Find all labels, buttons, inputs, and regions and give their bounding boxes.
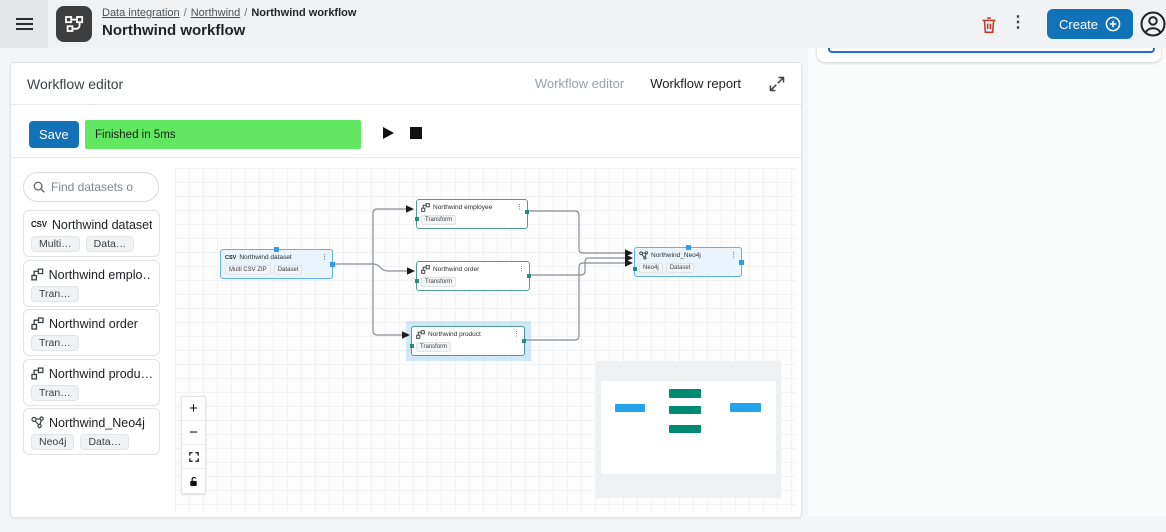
fit-view-button[interactable]	[182, 445, 205, 469]
create-button[interactable]: Create	[1047, 9, 1134, 39]
transform-icon	[416, 330, 425, 339]
node-menu-icon[interactable]: ⋮	[321, 254, 328, 261]
page-title: Northwind workflow	[102, 22, 246, 39]
port-dot[interactable]	[527, 274, 531, 278]
minimap-node-employee	[669, 389, 701, 398]
run-button[interactable]	[383, 127, 394, 139]
workflow-logo-icon	[56, 6, 92, 42]
dataset-search	[23, 172, 159, 202]
menu-button[interactable]	[0, 0, 48, 48]
user-avatar[interactable]	[1138, 9, 1166, 39]
canvas-minimap[interactable]	[596, 361, 781, 498]
minimap-node-dataset	[615, 404, 645, 412]
stop-button[interactable]	[410, 127, 422, 139]
tab-workflow-report[interactable]: Workflow report	[650, 76, 741, 91]
chip: Tran…	[31, 286, 79, 302]
node-menu-icon[interactable]: ⋮	[516, 204, 523, 211]
canvas-controls: + −	[181, 396, 206, 494]
sidebar-item-northwind-order[interactable]: Northwind order Tran…	[23, 309, 160, 356]
app-header: Data integration/Northwind/Northwind wor…	[0, 0, 1166, 48]
lock-icon	[190, 476, 197, 486]
chip: Multi…	[31, 236, 80, 252]
node-handle-top[interactable]	[686, 245, 691, 250]
trash-icon	[982, 17, 996, 34]
node-menu-icon[interactable]: ⋮	[513, 331, 520, 338]
plus-circle-icon	[1105, 16, 1121, 32]
minimap-node-order	[669, 406, 701, 414]
node-menu-icon[interactable]: ⋮	[730, 252, 737, 259]
sidebar-item-northwind-product[interactable]: Northwind produ… Tran…	[23, 359, 160, 406]
expand-icon[interactable]	[767, 74, 787, 94]
port-dot[interactable]	[522, 339, 526, 343]
run-status-text: Finished in 5ms	[95, 128, 176, 141]
person-icon	[1140, 11, 1166, 37]
save-button[interactable]: Save	[29, 121, 79, 148]
transform-icon	[31, 367, 44, 380]
sidebar-item-northwind-dataset[interactable]: CSV Northwind dataset Multi… Data…	[23, 210, 160, 257]
more-options-icon[interactable]: ⋮	[1010, 14, 1026, 31]
breadcrumb-link-data-integration[interactable]: Data integration	[102, 7, 180, 19]
port-dot[interactable]	[410, 344, 414, 348]
sidebar-item-northwind-employee[interactable]: Northwind emplo… Tran…	[23, 260, 160, 307]
csv-icon: CSV	[31, 220, 47, 229]
transform-icon	[31, 268, 44, 281]
port-dot[interactable]	[415, 279, 419, 283]
panel-title: Workflow editor	[27, 75, 124, 92]
breadcrumb-link-northwind[interactable]: Northwind	[190, 7, 241, 19]
canvas-node-northwind-order[interactable]: Northwind order ⋮ Transform	[415, 261, 531, 291]
chip: Tran…	[31, 385, 79, 401]
neo4j-graph-icon	[31, 416, 44, 429]
canvas-node-northwind-product[interactable]: Northwind product ⋮ Transform	[410, 326, 526, 356]
panel-header: Workflow editor Workflow editor Workflow…	[11, 63, 801, 105]
workflow-canvas[interactable]: CSV Northwind dataset ⋮ Multi CSV ZIP Da…	[175, 168, 796, 512]
port-dot[interactable]	[415, 217, 419, 221]
neo4j-graph-icon	[639, 251, 648, 260]
node-handle-top[interactable]	[274, 247, 279, 252]
canvas-node-northwind-neo4j[interactable]: Northwind_Neo4j ⋮ Neo4j Dataset	[633, 245, 744, 277]
chip: Tran…	[31, 335, 79, 351]
chip: Data…	[85, 236, 135, 252]
node-menu-icon[interactable]: ⋮	[518, 266, 525, 273]
zoom-out-button[interactable]: −	[182, 421, 205, 445]
right-background	[808, 48, 1166, 516]
port-dot[interactable]	[633, 267, 637, 271]
transform-icon	[421, 265, 430, 274]
port-dot[interactable]	[525, 210, 529, 214]
node-handle-right[interactable]	[739, 260, 744, 265]
sidebar-item-northwind-neo4j[interactable]: Northwind_Neo4j Neo4j Data…	[23, 408, 160, 455]
tab-workflow-editor[interactable]: Workflow editor	[534, 76, 625, 91]
lock-button[interactable]	[182, 469, 205, 493]
transform-icon	[421, 203, 430, 212]
workflow-editor-panel: Workflow editor Workflow editor Workflow…	[10, 62, 802, 518]
node-handle-right[interactable]	[330, 262, 335, 267]
fit-view-icon	[188, 451, 199, 462]
run-status-bar: Finished in 5ms	[85, 120, 361, 149]
delete-button[interactable]	[978, 14, 1000, 36]
canvas-node-northwind-employee[interactable]: Northwind employee ⋮ Transform	[415, 199, 529, 229]
canvas-node-northwind-dataset[interactable]: CSV Northwind dataset ⋮ Multi CSV ZIP Da…	[220, 247, 335, 279]
transform-icon	[31, 317, 44, 330]
workflow-edges	[333, 205, 633, 341]
csv-icon: CSV	[225, 254, 237, 261]
minimap-node-product	[669, 425, 701, 433]
search-icon	[33, 181, 45, 193]
chip: Neo4j	[31, 434, 75, 450]
hamburger-icon	[15, 18, 33, 30]
chip: Data…	[80, 434, 130, 450]
workflow-toolbar: Save Finished in 5ms	[11, 105, 801, 158]
breadcrumb-current: Northwind workflow	[251, 7, 357, 19]
minimap-node-neo4j	[730, 403, 761, 412]
breadcrumb: Data integration/Northwind/Northwind wor…	[102, 7, 357, 19]
search-input[interactable]	[51, 180, 147, 194]
zoom-in-button[interactable]: +	[182, 397, 205, 421]
